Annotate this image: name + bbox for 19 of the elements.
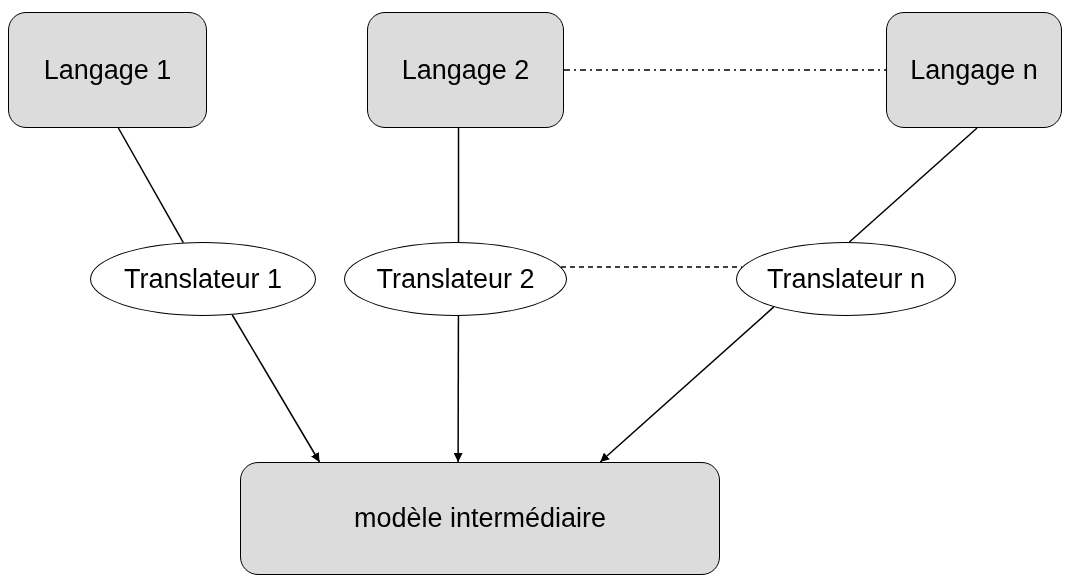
- node-label: Translateur 1: [123, 263, 283, 295]
- arrow: [231, 314, 321, 463]
- dashed-line: [563, 69, 887, 71]
- connector-line: [848, 127, 978, 243]
- arrow: [599, 306, 775, 463]
- connector-line: [117, 127, 185, 244]
- rounded-box: [886, 12, 1062, 128]
- node-label: Translateur 2: [376, 263, 535, 295]
- node-label: Langage 2: [401, 54, 530, 86]
- dashed-line: [560, 266, 743, 268]
- arrow: [453, 315, 463, 463]
- node-label: Langage 1: [43, 54, 172, 86]
- node-label: Langage n: [910, 54, 1038, 86]
- rounded-box: [367, 12, 564, 128]
- node-label: Translateur n: [766, 263, 926, 295]
- rounded-box: [240, 462, 720, 575]
- rounded-box: [8, 12, 207, 128]
- connector-line: [457, 127, 460, 243]
- node-label: modèle intermédiaire: [353, 503, 607, 534]
